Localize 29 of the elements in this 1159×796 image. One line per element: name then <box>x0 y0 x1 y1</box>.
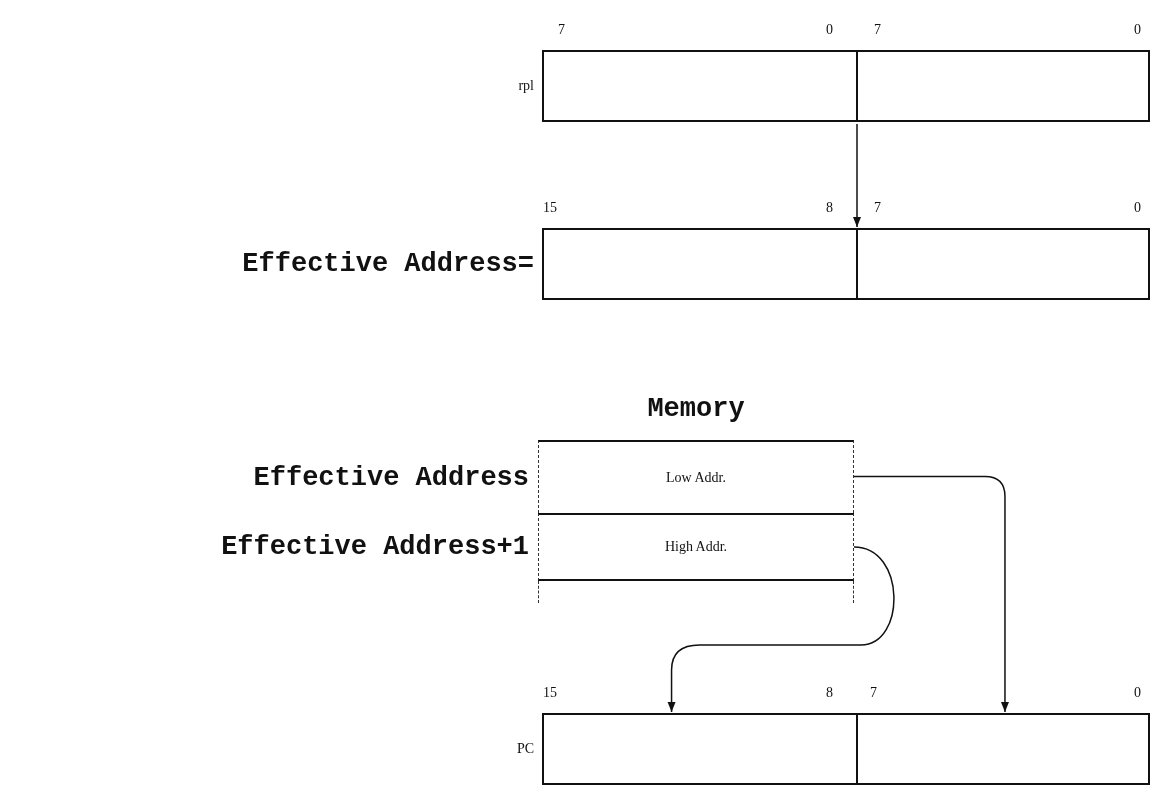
memory-content: High Addr. <box>663 539 729 555</box>
register-field <box>857 228 1150 300</box>
bit-number: 0 <box>1134 200 1141 216</box>
register-label: PC <box>516 741 534 757</box>
address-label: Effective Address <box>253 462 529 493</box>
bit-number: 8 <box>826 685 833 701</box>
register-field <box>542 228 858 300</box>
register-field <box>857 713 1150 785</box>
bit-number: 15 <box>543 685 557 701</box>
bit-number: 8 <box>826 200 833 216</box>
bit-number: 7 <box>874 200 881 216</box>
bit-number: 7 <box>558 22 565 38</box>
address-label: Effective Address= <box>242 249 534 279</box>
bit-number: 7 <box>870 685 877 701</box>
register-field <box>857 50 1150 122</box>
bit-number: 0 <box>1134 685 1141 701</box>
register-label: rpl <box>518 78 534 94</box>
address-label: Effective Address+1 <box>221 532 529 562</box>
register-field <box>542 50 858 122</box>
bit-number: 0 <box>1134 22 1141 38</box>
memory-content: Low Addr. <box>665 469 727 486</box>
arrow <box>853 475 1010 713</box>
bit-number: 15 <box>543 200 557 216</box>
register-field <box>542 713 858 785</box>
arrow <box>852 123 862 228</box>
bit-number: 7 <box>874 22 881 38</box>
arrow <box>667 546 895 713</box>
bit-number: 0 <box>826 22 833 38</box>
memory-title: Memory <box>646 394 746 424</box>
